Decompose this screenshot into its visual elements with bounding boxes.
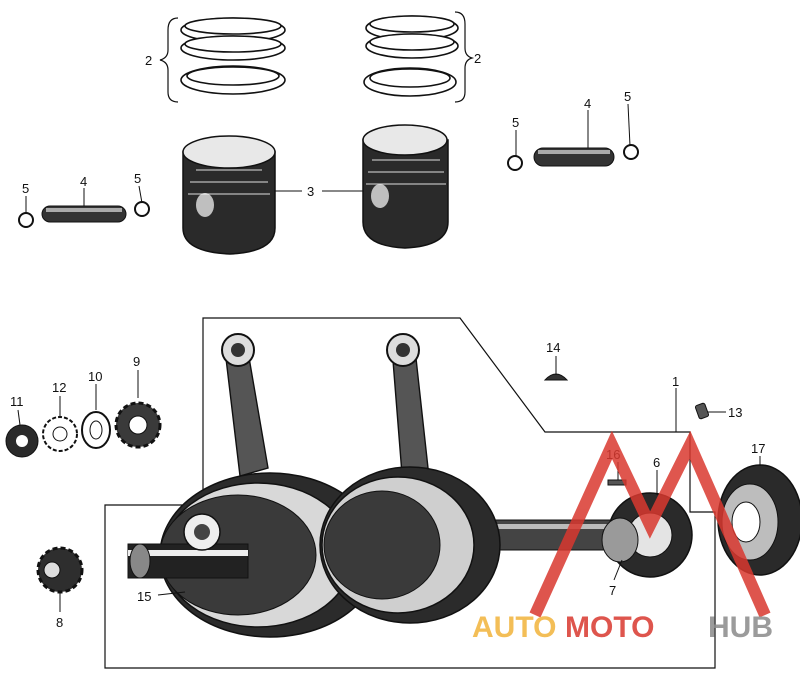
callout-1: 1 bbox=[672, 374, 679, 389]
callout-5-c: 5 bbox=[512, 115, 519, 130]
dowel-pin bbox=[694, 402, 710, 420]
callout-9: 9 bbox=[133, 354, 140, 369]
sprocket-9 bbox=[114, 401, 162, 449]
callout-2-left: 2 bbox=[145, 53, 152, 68]
callout-7: 7 bbox=[609, 583, 616, 598]
woodruff-key bbox=[543, 373, 569, 381]
callout-5-d: 5 bbox=[624, 89, 631, 104]
callout-4-right: 4 bbox=[584, 96, 591, 111]
crankshaft bbox=[127, 333, 631, 638]
piston-left bbox=[182, 135, 276, 255]
callout-6: 6 bbox=[653, 455, 660, 470]
callout-5-b: 5 bbox=[134, 171, 141, 186]
lock-washer-12 bbox=[42, 416, 78, 452]
watermark-hub: HUB bbox=[708, 611, 773, 644]
callout-4-left: 4 bbox=[80, 174, 87, 189]
gear-11 bbox=[5, 424, 39, 458]
callout-13: 13 bbox=[728, 405, 742, 420]
callout-2-right: 2 bbox=[474, 51, 481, 66]
gear-8 bbox=[36, 546, 84, 594]
callout-3: 3 bbox=[307, 184, 314, 199]
piston-ring-set-right bbox=[363, 11, 475, 103]
callout-11: 11 bbox=[10, 394, 24, 409]
callout-8: 8 bbox=[56, 615, 63, 630]
watermark-auto: AUTO bbox=[472, 611, 556, 644]
piston-ring-set-left bbox=[159, 17, 286, 103]
callout-10: 10 bbox=[88, 369, 102, 384]
leader-lines bbox=[17, 103, 761, 612]
callout-5-a: 5 bbox=[22, 181, 29, 196]
piston-pin-right bbox=[507, 144, 639, 171]
callout-12: 12 bbox=[52, 380, 66, 395]
washer-10 bbox=[81, 411, 111, 449]
callout-14: 14 bbox=[546, 340, 560, 355]
oil-seal bbox=[717, 464, 800, 576]
callout-17: 17 bbox=[751, 441, 765, 456]
watermark-triangle-logo bbox=[529, 430, 771, 618]
watermark-moto: MOTO bbox=[565, 611, 654, 644]
automotohub-watermark: AUTO MOTO HUB bbox=[472, 430, 773, 644]
piston-right bbox=[362, 124, 449, 249]
callout-15: 15 bbox=[137, 589, 151, 604]
